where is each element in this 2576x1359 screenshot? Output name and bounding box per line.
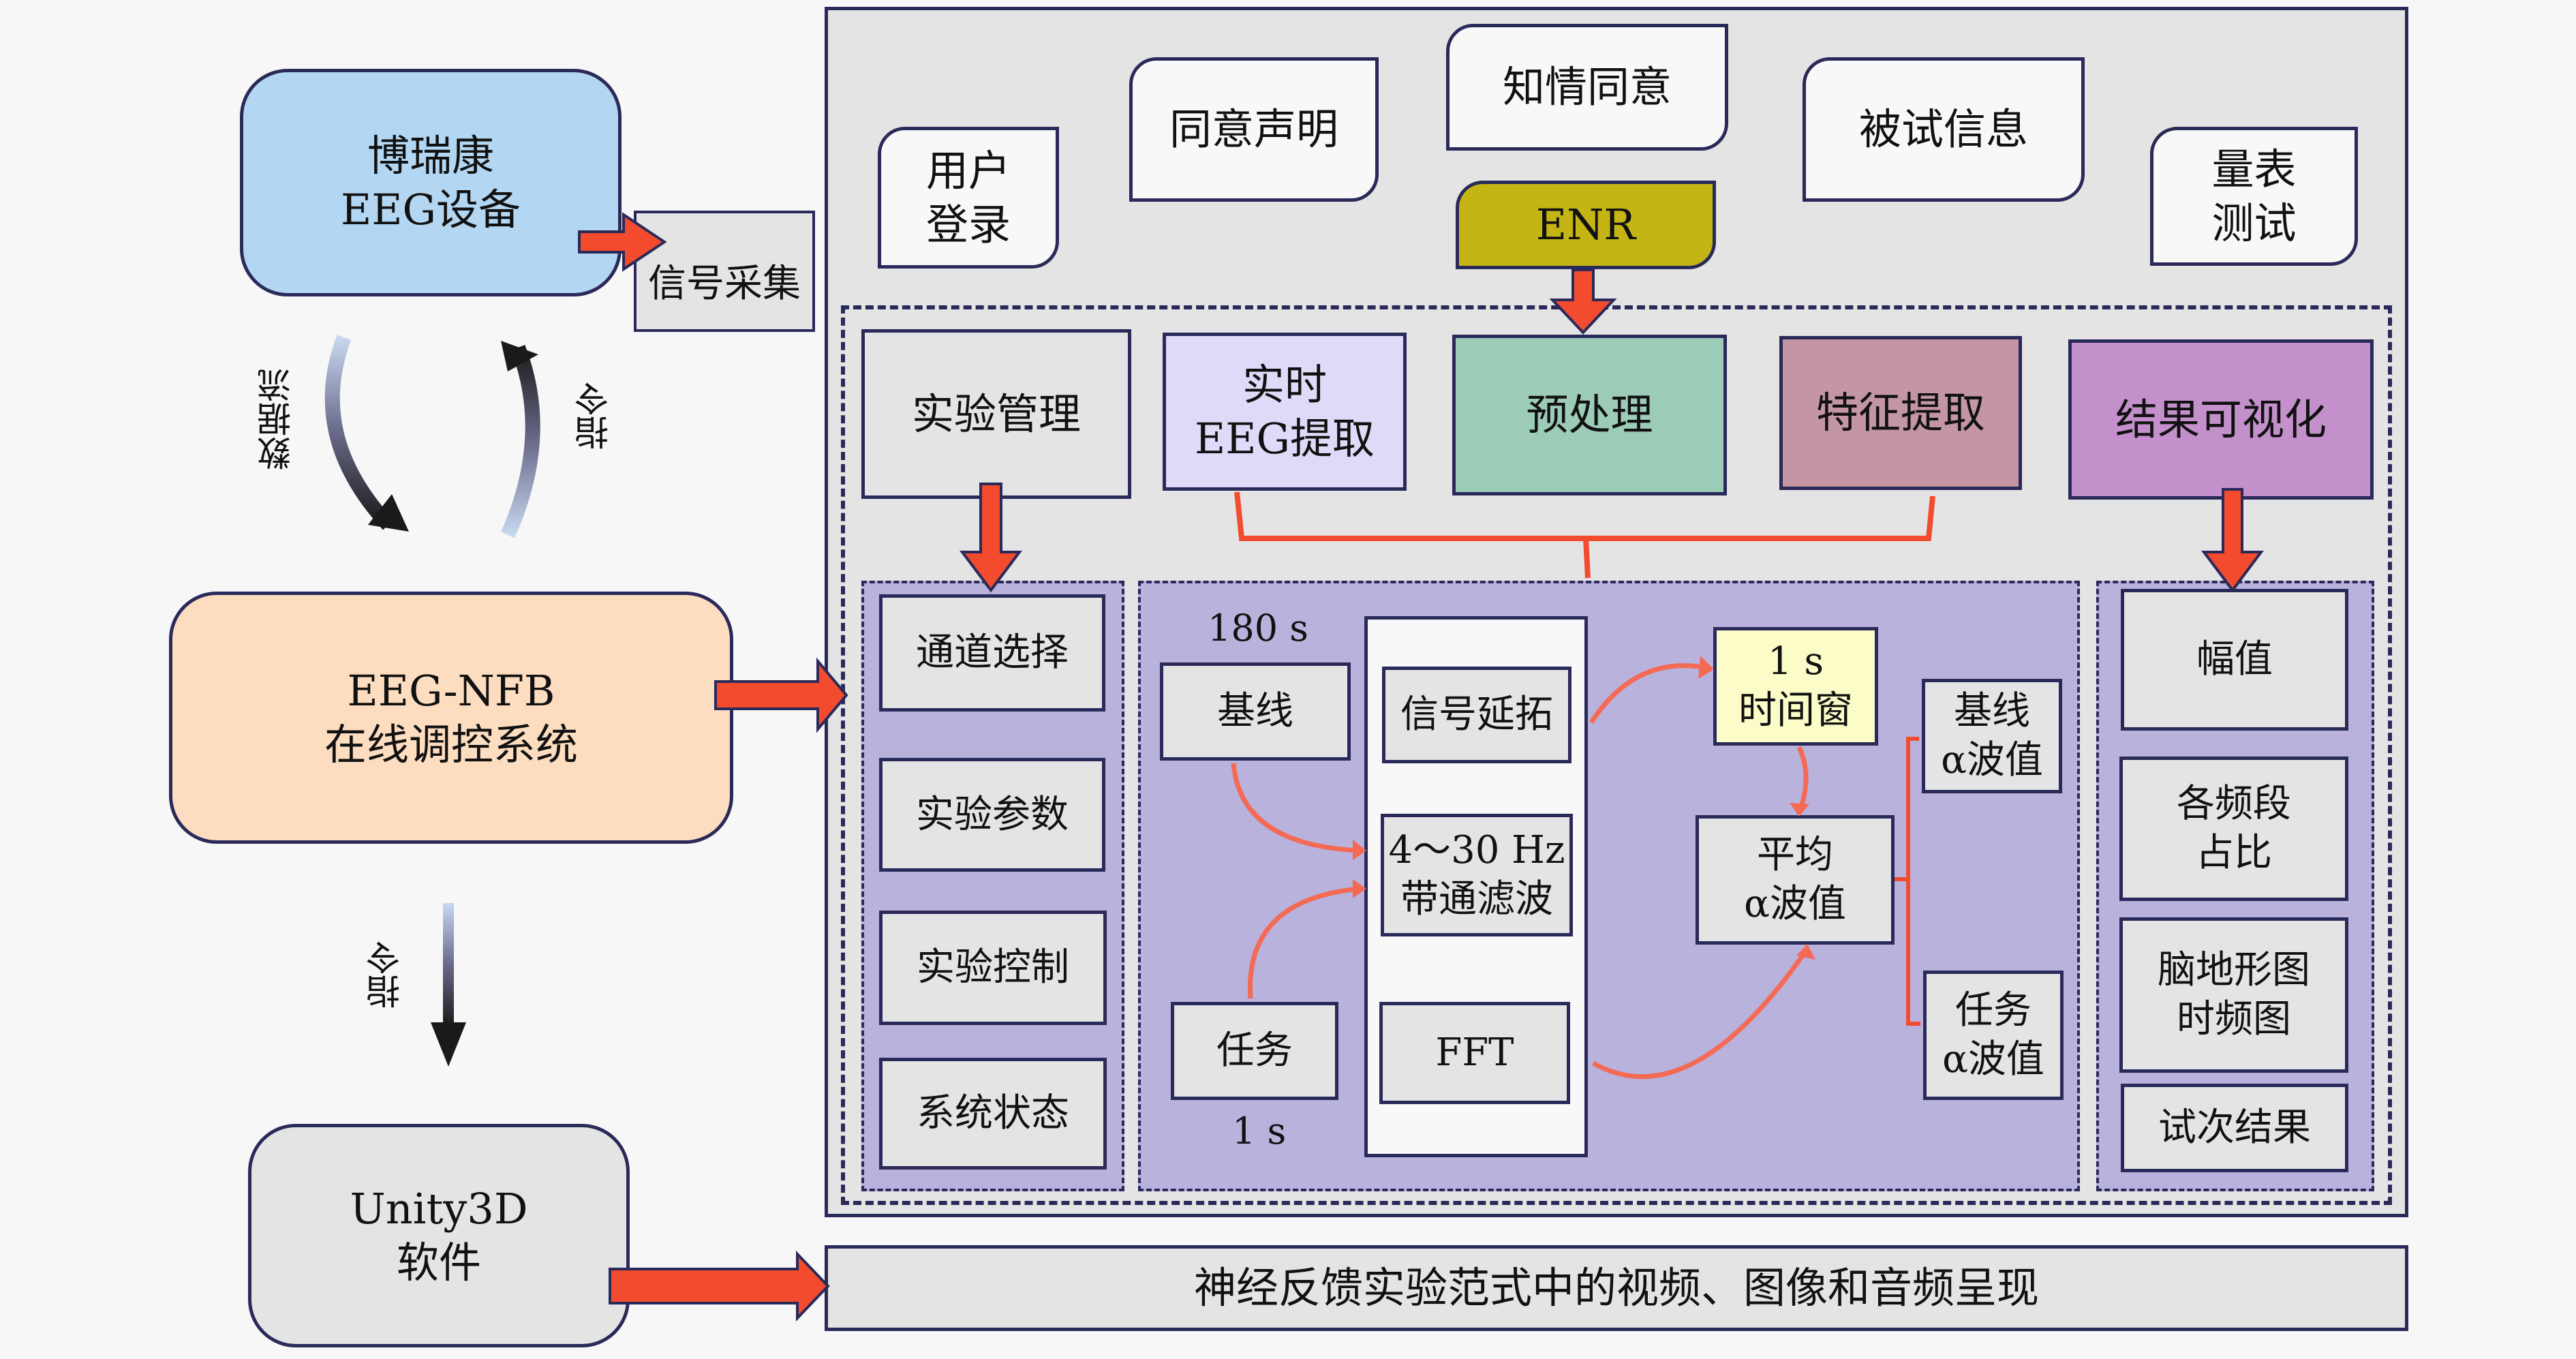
user-login-node: 用户 登录 (878, 127, 1059, 269)
visualization-item: 试次结果 (2121, 1084, 2348, 1172)
data-flow-label: 数据流 (257, 368, 296, 470)
time-window-node: 1 s 时间窗 (1713, 627, 1878, 746)
preprocessing-node: 预处理 (1452, 335, 1727, 495)
signal-extension-node: 信号延拓 (1382, 667, 1571, 763)
realtime-eeg-node: 实时 EEG提取 (1163, 333, 1407, 491)
task-node: 任务 (1171, 1002, 1338, 1100)
data-flow-arrow (324, 335, 395, 530)
visualization-item: 脑地形图 时频图 (2119, 917, 2348, 1073)
baseline-node: 基线 (1160, 662, 1351, 761)
visualization-item: 幅值 (2121, 589, 2348, 731)
management-item: 实验参数 (879, 758, 1105, 872)
command-arrow-upper (500, 345, 540, 538)
data-flow-arrowhead (368, 494, 409, 532)
management-item: 实验控制 (879, 911, 1107, 1025)
task-alpha-node: 任务 α波值 (1923, 971, 2064, 1100)
eeg-device-node: 博瑞康 EEG设备 (240, 69, 622, 296)
baseline-alpha-node: 基线 α波值 (1922, 679, 2062, 793)
stimulus-presentation-bar: 神经反馈实验范式中的视频、图像和音频呈现 (825, 1245, 2408, 1331)
eeg-nfb-system-node: EEG-NFB 在线调控系统 (169, 592, 733, 844)
command-arrow-lower (443, 903, 454, 1026)
command-label-upper: 指令 (574, 382, 614, 450)
result-visualization-node: 结果可视化 (2068, 339, 2374, 500)
arrow-unity-to-bar (609, 1251, 830, 1322)
consent-statement-node: 同意声明 (1129, 57, 1379, 202)
fft-node: FFT (1379, 1002, 1570, 1104)
unity3d-node: Unity3D 软件 (248, 1124, 630, 1347)
informed-consent-node: 知情同意 (1446, 24, 1728, 151)
management-item: 通道选择 (879, 594, 1105, 712)
experiment-management-node: 实验管理 (861, 329, 1131, 499)
scale-test-node: 量表 测试 (2150, 127, 2358, 266)
average-alpha-node: 平均 α波值 (1696, 815, 1895, 945)
baseline-duration-label: 180 s (1208, 607, 1308, 650)
visualization-item: 各频段 占比 (2119, 757, 2348, 901)
enr-node: ENR (1456, 181, 1716, 269)
signal-acquisition-node: 信号采集 (634, 211, 815, 332)
task-duration-label: 1 s (1232, 1110, 1287, 1152)
bandpass-filter-node: 4～30 Hz 带通滤波 (1381, 814, 1573, 936)
management-item: 系统状态 (879, 1058, 1107, 1170)
command-label-lower: 指令 (366, 941, 405, 1009)
subject-info-node: 被试信息 (1803, 57, 2085, 202)
command-arrow-upper-head (501, 341, 538, 371)
feature-extraction-node: 特征提取 (1779, 336, 2022, 490)
command-arrow-lower-head (431, 1022, 466, 1067)
